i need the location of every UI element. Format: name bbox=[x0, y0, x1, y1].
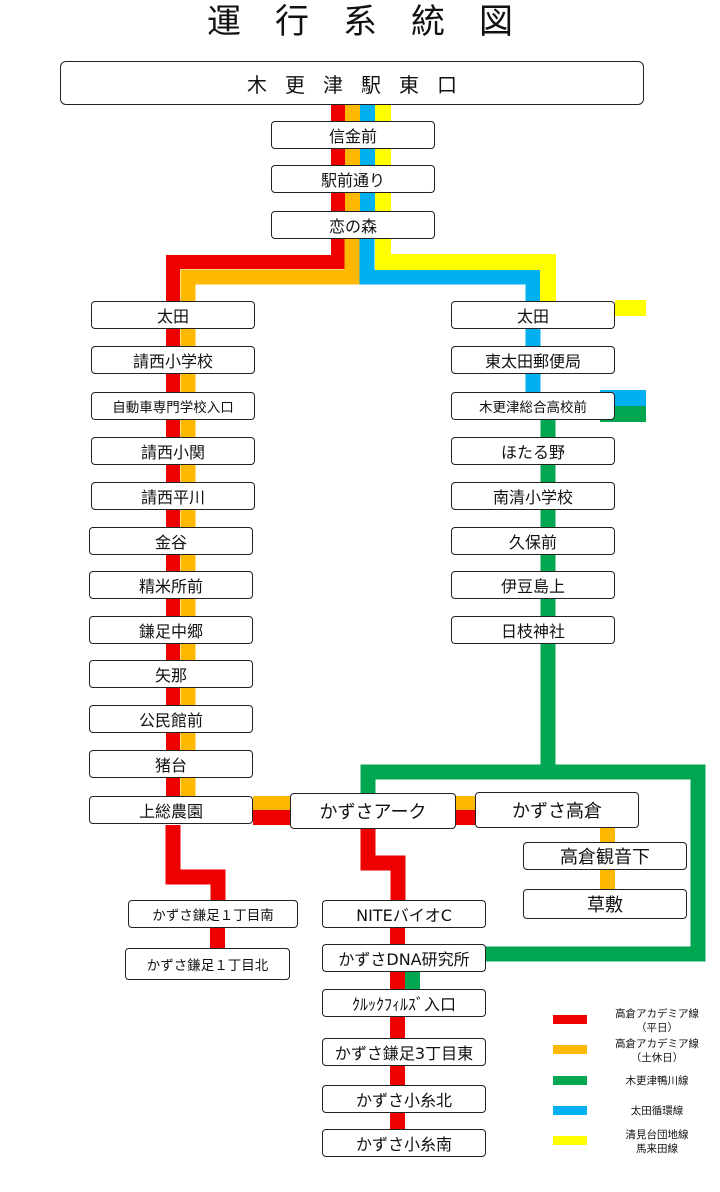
stop-kamatari1-minami[interactable]: かずさ鎌足１丁目南 bbox=[128, 900, 298, 928]
stop-koito-minami[interactable]: かずさ小糸南 bbox=[322, 1129, 486, 1157]
stop-kubomae[interactable]: 久保前 bbox=[451, 527, 615, 555]
stop-takakura-kannon[interactable]: 高倉観音下 bbox=[523, 842, 687, 870]
legend-label: 太田循環線 bbox=[630, 1105, 684, 1117]
legend-swatch bbox=[553, 1045, 587, 1054]
stop-kominkan[interactable]: 公民館前 bbox=[89, 705, 253, 733]
stop-koito-kita[interactable]: かずさ小糸北 bbox=[322, 1085, 486, 1113]
stop-kanaya[interactable]: 金谷 bbox=[89, 527, 253, 555]
legend-label: 高倉アカデミア線 （土休日） bbox=[615, 1038, 699, 1064]
stop-jidosha-school[interactable]: 自動車専門学校入口 bbox=[91, 392, 255, 420]
stop-shinzai-hirakawa[interactable]: 請西平川 bbox=[91, 482, 255, 510]
legend-label: 清見台団地線 馬来田線 bbox=[625, 1129, 689, 1155]
line-red-spur-left bbox=[165, 825, 226, 900]
stop-yana[interactable]: 矢那 bbox=[89, 660, 253, 688]
stop-izujimakami[interactable]: 伊豆島上 bbox=[451, 571, 615, 599]
line-green-loop bbox=[486, 764, 706, 962]
stop-hotaruno[interactable]: ほたる野 bbox=[451, 437, 615, 465]
legend-label: 木更津鴨川線 bbox=[625, 1075, 689, 1087]
line-red-center-3 bbox=[390, 972, 405, 989]
line-yellow-continue bbox=[615, 300, 646, 316]
stop-clark-fields[interactable]: ｸﾙｯｸﾌｨﾙｽﾞ入口 bbox=[322, 989, 486, 1017]
line-orange-hub-left bbox=[253, 796, 290, 810]
line-green-main bbox=[360, 420, 556, 800]
stop-koinomori[interactable]: 恋の森 bbox=[271, 211, 435, 239]
stop-shinzai-koseki[interactable]: 請西小関 bbox=[91, 437, 255, 465]
terminal-kisarazu-east-exit[interactable]: 木更津駅東口 bbox=[60, 61, 644, 105]
line-red-center-5 bbox=[390, 1066, 405, 1085]
line-red-center-2 bbox=[390, 928, 405, 944]
stop-seimaijo[interactable]: 精米所前 bbox=[89, 571, 253, 599]
legend-swatch bbox=[553, 1106, 587, 1115]
stop-shinzai-elementary[interactable]: 請西小学校 bbox=[91, 346, 255, 374]
stop-kazusa-dna[interactable]: かずさDNA研究所 bbox=[322, 944, 486, 972]
stop-kamatari3-higashi[interactable]: かずさ鎌足3丁目東 bbox=[322, 1038, 486, 1066]
legend-swatch bbox=[553, 1076, 587, 1085]
stop-minamikiyo[interactable]: 南清小学校 bbox=[451, 482, 615, 510]
stop-soshiki[interactable]: 草敷 bbox=[523, 889, 687, 919]
line-orange-to-soshiki bbox=[600, 870, 615, 890]
stop-ota-left[interactable]: 太田 bbox=[91, 301, 255, 329]
stop-ekimaedori[interactable]: 駅前通り bbox=[271, 165, 435, 193]
line-red-center-6 bbox=[390, 1113, 405, 1129]
stop-higashiota-post[interactable]: 東太田郵便局 bbox=[451, 346, 615, 374]
stop-kazusa-ark[interactable]: かずさアーク bbox=[290, 793, 456, 829]
line-blue-right-branch bbox=[359, 238, 541, 395]
line-orange-to-kannon bbox=[600, 828, 615, 844]
line-green-dna-connector bbox=[405, 970, 420, 990]
legend-swatch bbox=[553, 1015, 587, 1024]
stop-kazusa-takakura[interactable]: かずさ高倉 bbox=[475, 792, 639, 828]
line-red-spur-left-2 bbox=[210, 928, 225, 948]
stop-kazusa-noen[interactable]: 上総農園 bbox=[89, 796, 253, 824]
line-red-hub-left bbox=[253, 810, 290, 825]
legend-label: 高倉アカデミア線 （平日） bbox=[615, 1008, 699, 1034]
legend-swatch bbox=[553, 1136, 587, 1145]
line-red-spur-center bbox=[360, 829, 406, 900]
stop-nite-bio[interactable]: NITEバイオC bbox=[322, 900, 486, 928]
stop-shinkinmae[interactable]: 信金前 bbox=[271, 121, 435, 149]
line-yellow-right-branch bbox=[375, 238, 556, 305]
line-red-hub-right bbox=[456, 810, 475, 825]
stop-hiejinja[interactable]: 日枝神社 bbox=[451, 616, 615, 644]
line-red-center-4 bbox=[390, 1017, 405, 1038]
line-orange-hub-right bbox=[456, 796, 475, 810]
stop-ota-right[interactable]: 太田 bbox=[451, 301, 615, 329]
stop-kamatari1-kita[interactable]: かずさ鎌足１丁目北 bbox=[125, 948, 290, 980]
stop-inodai[interactable]: 猪台 bbox=[89, 750, 253, 778]
page-title: 運行系統図 bbox=[207, 2, 547, 42]
stop-kisarazu-sogo[interactable]: 木更津総合高校前 bbox=[451, 392, 615, 420]
stop-kamatari-nakago[interactable]: 鎌足中郷 bbox=[89, 616, 253, 644]
